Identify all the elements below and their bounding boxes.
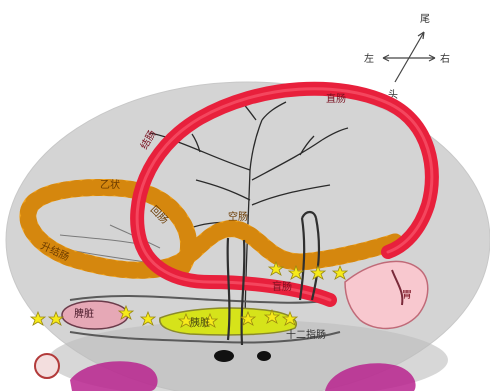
- label-duodenum: 十二指肠: [286, 328, 326, 341]
- label-rectum: 直肠: [326, 92, 346, 105]
- label-sigmoid: 乙状: [100, 178, 120, 191]
- seal-stamp: [35, 354, 59, 378]
- label-stomach: 胃: [402, 289, 412, 301]
- label-jejunum: 空肠: [228, 210, 248, 223]
- spleen: [62, 301, 128, 329]
- orientation-compass: [383, 32, 435, 82]
- compass-right-label: 右: [440, 52, 450, 65]
- vena-cava-cross-section: [257, 351, 271, 361]
- head-tail-axis: [395, 32, 424, 82]
- label-pancreas: 胰脏: [190, 316, 210, 329]
- aorta-cross-section: [214, 350, 234, 362]
- compass-left-label: 左: [364, 52, 374, 65]
- label-spleen: 脾脏: [74, 307, 94, 320]
- label-cecum: 盲肠: [272, 280, 292, 293]
- compass-up-label: 尾: [420, 13, 430, 25]
